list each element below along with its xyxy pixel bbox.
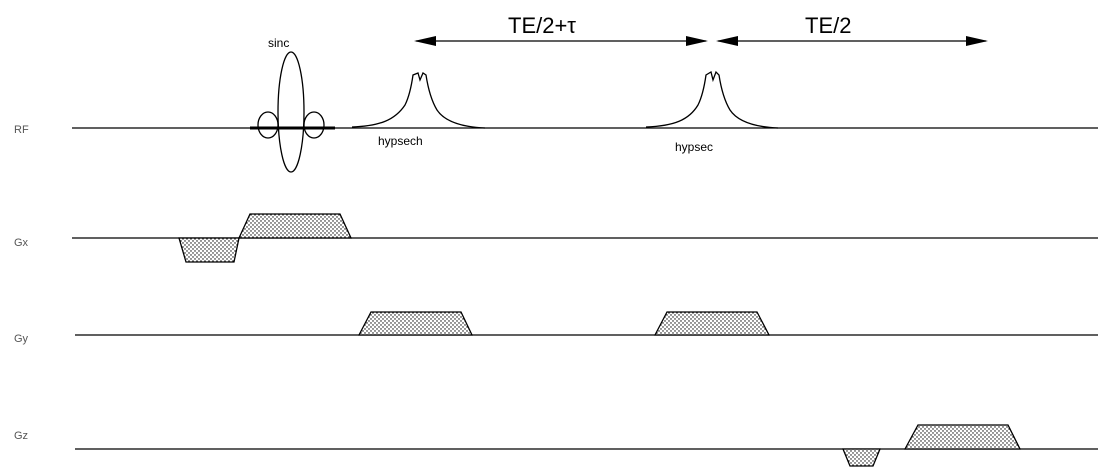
gy-channel-label: Gy — [14, 333, 29, 345]
gy-crusher-1 — [357, 311, 474, 336]
hypsec-label: hypsec — [675, 140, 713, 154]
hypsech-pulse-1 — [351, 72, 486, 129]
sinc-pulse-label: sinc — [268, 36, 289, 50]
hypsec-pulse-2 — [645, 70, 779, 129]
hypsech-label: hypsech — [378, 134, 423, 148]
gz-channel-label: Gz — [14, 430, 28, 442]
te-half-plus-tau-label: TE/2+τ — [508, 13, 576, 38]
gy-crusher-2 — [653, 311, 771, 336]
gx-slice-select-lobe — [237, 213, 353, 239]
gz-positive-lobe — [903, 424, 1022, 450]
gx-prephase-lobe — [178, 237, 240, 263]
gz-negative-lobe — [842, 448, 881, 467]
gx-channel-label: Gx — [14, 237, 29, 249]
rf-channel-label: RF — [14, 124, 29, 136]
te-half-label: TE/2 — [805, 13, 851, 38]
sinc-pulse — [250, 51, 335, 173]
